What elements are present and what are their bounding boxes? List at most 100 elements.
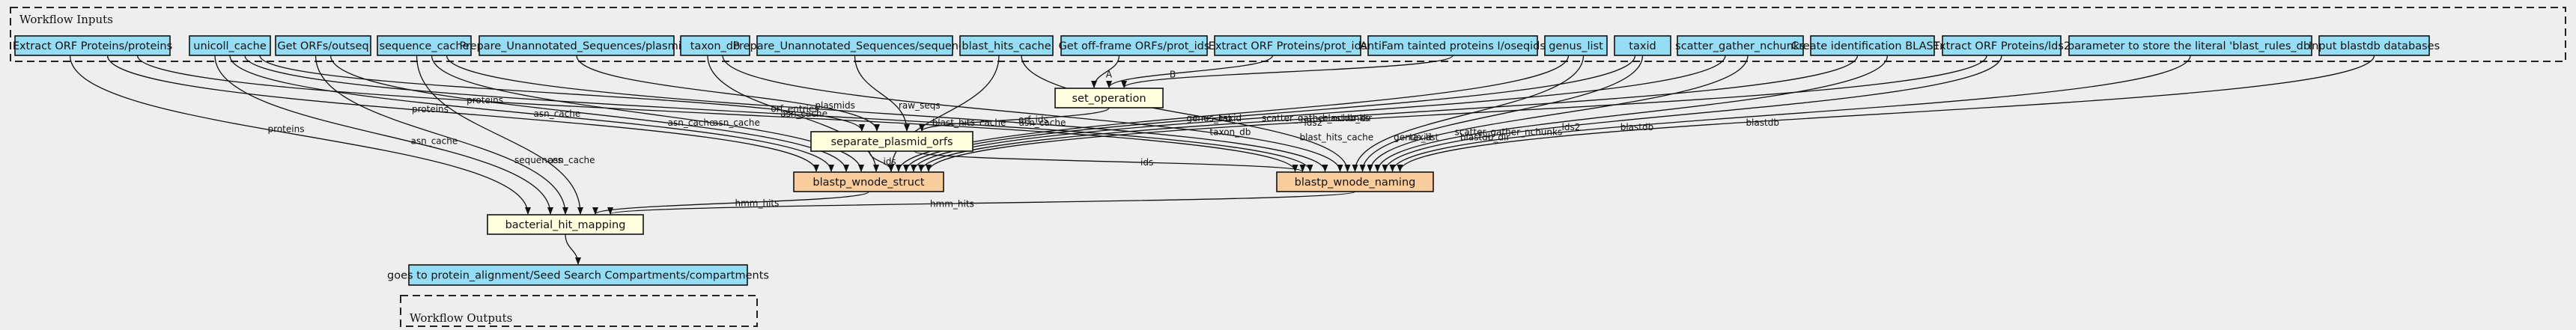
input-node-create-identification-blastdb[interactable]: Create identification BLASTdb xyxy=(1791,35,1954,56)
input-node-taxon-db-box[interactable] xyxy=(680,35,750,56)
input-node-get-off-frame-orfs-prot-ids[interactable]: Get off-frame ORFs/prot_ids xyxy=(1059,35,1210,56)
input-node-extract-orf-proteins-lds2-label: Extract ORF Proteins/lds2 xyxy=(1933,40,2071,52)
input-node-unicoll-cache-box[interactable] xyxy=(189,35,271,56)
input-node-antifam-tainted-proteins-i-oseqids-label: AntiFam tainted proteins I/oseqids xyxy=(1360,40,1546,52)
input-node-antifam-tainted-proteins-i-oseqids-box[interactable] xyxy=(1367,35,1538,56)
input-node-taxid-box[interactable] xyxy=(1614,35,1671,56)
output-node-compartments-label: goes to protein_alignment/Seed Search Co… xyxy=(387,270,769,282)
input-node-taxid[interactable]: taxid xyxy=(1614,35,1671,56)
input-node-extract-orf-proteins-proteins-box[interactable] xyxy=(14,35,171,56)
step-node-blastp-wnode-naming-label: blastp_wnode_naming xyxy=(1295,177,1416,189)
edge-in1-to-separate-plasmid-orfs xyxy=(259,55,865,132)
edge-bacterial-hit-mapping-to-out0 xyxy=(565,233,581,265)
output-node-compartments-box[interactable] xyxy=(408,264,748,286)
edge-label-blastdb: blastdb xyxy=(1620,122,1654,132)
step-node-set-operation[interactable]: set_operation xyxy=(1054,88,1164,109)
input-node-prepare-unannotated-sequences-sequences-label: Prepare_Unannotated_Sequences/sequences xyxy=(733,40,977,52)
input-node-prepare-unannotated-sequences-sequences[interactable]: Prepare_Unannotated_Sequences/sequences xyxy=(733,35,977,56)
input-node-extract-orf-proteins-lds2[interactable]: Extract ORF Proteins/lds2 xyxy=(1933,35,2071,56)
step-node-bacterial-hit-mapping[interactable]: bacterial_hit_mapping xyxy=(487,214,644,235)
input-node-genus-list[interactable]: genus_list xyxy=(1544,35,1608,56)
input-node-extract-orf-proteins-lds2-box[interactable] xyxy=(1942,35,2062,56)
nodes-layer: Extract ORF Proteins/proteins unicoll_cac… xyxy=(13,35,2440,286)
input-node-blast-hits-cache-box[interactable] xyxy=(959,35,1054,56)
edge-in14-to-blastp-wnode-naming xyxy=(1374,55,1889,172)
input-node-prepare-unannotated-sequences-plasmids[interactable]: Prepare_Unannotated_Sequences/plasmids xyxy=(459,35,694,56)
edge-label-blastdb-dir: blastdb_dir xyxy=(1322,113,1372,123)
input-node-get-orfs-outseq-box[interactable] xyxy=(275,35,371,56)
input-node-taxid-label: taxid xyxy=(1629,40,1656,52)
input-node-extract-orf-proteins-prot-ids[interactable]: Extract ORF Proteins/prot_ids xyxy=(1209,35,1367,56)
edge-label-asn-cache: asn_cache xyxy=(410,136,458,147)
edge-set-operation-to-separate-plasmid-orfs xyxy=(919,107,1110,132)
input-node-antifam-tainted-proteins-i-oseqids[interactable]: AntiFam tainted proteins I/oseqids xyxy=(1360,35,1546,56)
edge-in13-to-blastp-wnode-naming xyxy=(1367,55,1749,172)
input-node-extract-orf-proteins-proteins[interactable]: Extract ORF Proteins/proteins xyxy=(13,35,172,56)
edge-label-plasmids: plasmids xyxy=(815,100,854,111)
edge-label-asn-cache: asn_cache xyxy=(1019,117,1066,128)
edge-label-proteins: proteins xyxy=(268,123,305,134)
edge-label-lds2: lds2 xyxy=(1562,122,1581,132)
step-node-set-operation-box[interactable] xyxy=(1054,88,1164,109)
step-node-blastp-wnode-struct[interactable]: blastp_wnode_struct xyxy=(793,171,944,192)
input-node-scatter-gather-nchunks-box[interactable] xyxy=(1677,35,1804,56)
input-node-input-blastdb-databases[interactable]: Input blastdb databases xyxy=(2309,35,2440,56)
input-node-genus-list-label: genus_list xyxy=(1549,40,1603,52)
edge-in7-to-blastp-wnode-naming xyxy=(1021,55,1351,172)
step-node-bacterial-hit-mapping-label: bacterial_hit_mapping xyxy=(505,219,626,231)
edge-label-proteins: proteins xyxy=(412,104,449,114)
input-node-extract-orf-proteins-prot-ids-box[interactable] xyxy=(1214,35,1361,56)
step-node-bacterial-hit-mapping-box[interactable] xyxy=(487,214,644,235)
input-node-get-off-frame-orfs-prot-ids-label: Get off-frame ORFs/prot_ids xyxy=(1059,40,1210,52)
edge-label-blast-hits-cache: blast_hits_cache xyxy=(1299,132,1373,143)
edge-blastp-wnode-naming-to-bacterial-hit-mapping xyxy=(607,191,1356,215)
input-node-input-blastdb-databases-box[interactable] xyxy=(2318,35,2430,56)
edge-label-blastdb: blastdb xyxy=(1746,117,1779,128)
edge-label-b: B xyxy=(1170,69,1176,79)
input-node-get-off-frame-orfs-prot-ids-box[interactable] xyxy=(1060,35,1208,56)
edge-label-genus-list: genus_list xyxy=(1394,132,1439,143)
input-node-sequence-cache-box[interactable] xyxy=(377,35,472,56)
input-node-scatter-gather-nchunks[interactable]: scatter_gather_nchunks xyxy=(1675,35,1805,56)
edge-in1-to-blastp-wnode-struct xyxy=(229,55,834,172)
workflow-outputs-cluster xyxy=(400,295,758,327)
step-node-blastp-wnode-naming-box[interactable] xyxy=(1276,171,1434,192)
edge-in0-to-blastp-wnode-struct xyxy=(106,55,819,172)
input-node-prepare-unannotated-sequences-plasmids-box[interactable] xyxy=(479,35,675,56)
workflow-outputs-label: Workflow Outputs xyxy=(410,311,512,325)
edge-label-lds2: lds2 xyxy=(1304,117,1322,128)
workflow-inputs-cluster xyxy=(10,7,2566,62)
step-node-separate-plasmid-orfs[interactable]: separate_plasmid_orfs xyxy=(810,131,973,152)
edges-layer: proteinsproteinsproteinsasn_cacheasn_cac… xyxy=(69,55,2375,265)
input-node-get-orfs-outseq-label: Get ORFs/outseq xyxy=(277,40,368,52)
edge-in15-to-blastp-wnode-struct xyxy=(926,55,1987,172)
input-node-genus-list-box[interactable] xyxy=(1544,35,1608,56)
input-node-prepare-unannotated-sequences-sequences-box[interactable] xyxy=(756,35,953,56)
edge-in12-to-blastp-wnode-naming xyxy=(1359,55,1644,172)
input-node-blast-hits-cache[interactable]: blast_hits_cache xyxy=(959,35,1054,56)
edge-label-taxon-db: taxon_db xyxy=(1209,127,1251,138)
edge-label-asn-cache: asn_cache xyxy=(713,117,760,128)
edge-in6-to-separate-plasmid-orfs xyxy=(854,55,910,132)
edge-in14-to-blastp-wnode-struct xyxy=(918,55,1859,172)
input-node-parameter-to-store-the-literal-blast-rules-db-label: parameter to store the literal 'blast_ru… xyxy=(2068,40,2313,52)
step-node-separate-plasmid-orfs-box[interactable] xyxy=(810,131,973,152)
input-node-input-blastdb-databases-label: Input blastdb databases xyxy=(2309,40,2440,52)
input-node-get-orfs-outseq[interactable]: Get ORFs/outseq xyxy=(275,35,371,56)
input-node-unicoll-cache[interactable]: unicoll_cache xyxy=(189,35,271,56)
input-node-parameter-to-store-the-literal-blast-rules-db-box[interactable] xyxy=(2068,35,2312,56)
input-node-create-identification-blastdb-box[interactable] xyxy=(1810,35,1935,56)
input-node-sequence-cache[interactable]: sequence_cache xyxy=(377,35,472,56)
input-node-extract-orf-proteins-proteins-label: Extract ORF Proteins/proteins xyxy=(13,40,172,52)
edge-label-taxid: taxid xyxy=(1409,132,1432,143)
workflow-inputs-label: Workflow Inputs xyxy=(19,13,113,26)
step-node-blastp-wnode-struct-box[interactable] xyxy=(793,171,944,192)
input-node-taxon-db[interactable]: taxon_db xyxy=(680,35,750,56)
edge-in0-to-blastp-wnode-naming xyxy=(136,55,1298,172)
input-node-create-identification-blastdb-label: Create identification BLASTdb xyxy=(1791,40,1954,52)
output-node-compartments[interactable]: goes to protein_alignment/Seed Search Co… xyxy=(387,264,769,286)
input-node-parameter-to-store-the-literal-blast-rules-db[interactable]: parameter to store the literal 'blast_ru… xyxy=(2068,35,2313,56)
edge-label-raw-seqs: raw_seqs xyxy=(899,100,941,111)
step-node-blastp-wnode-naming[interactable]: blastp_wnode_naming xyxy=(1276,171,1434,192)
